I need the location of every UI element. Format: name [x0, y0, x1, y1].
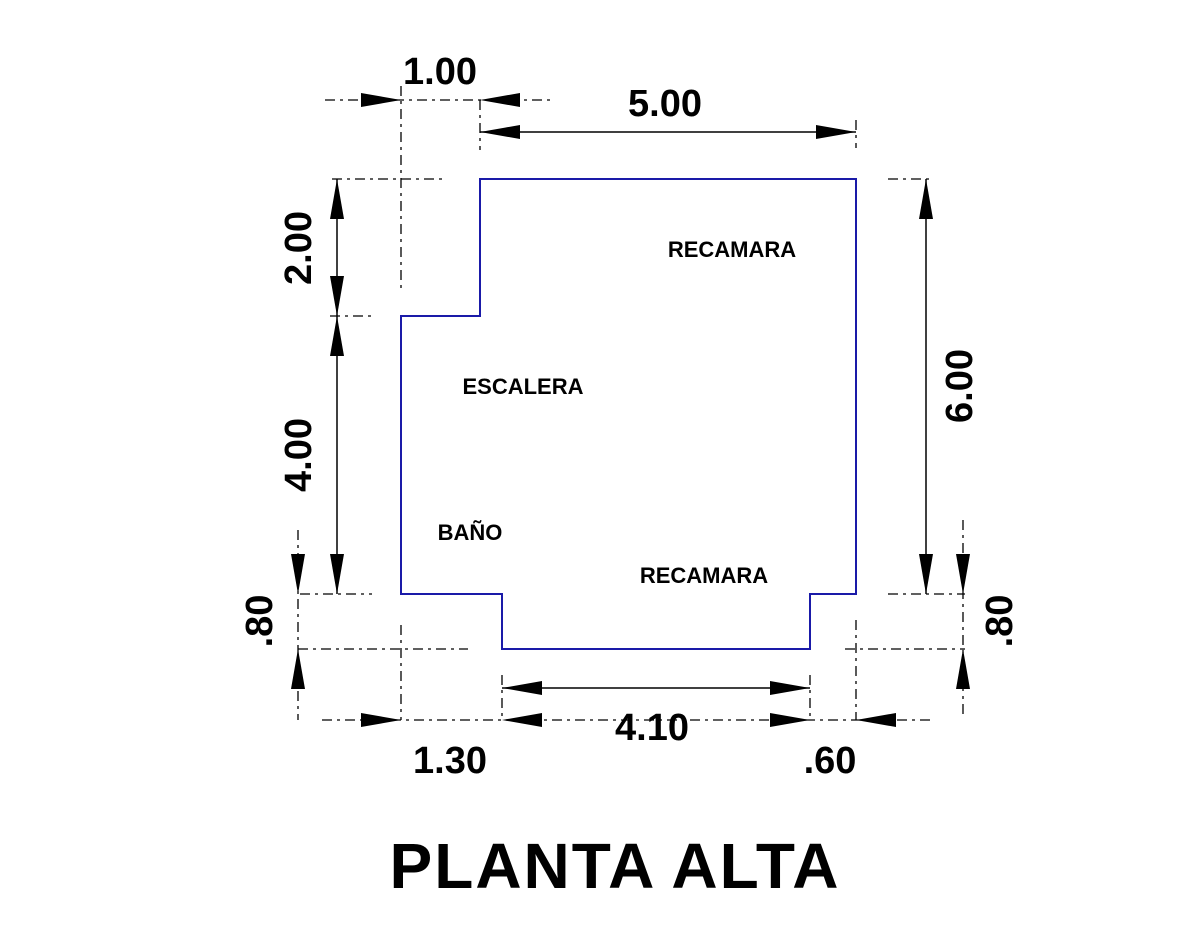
dim-bottom-right: .60	[804, 740, 857, 782]
dim-bottom-middle: 4.10	[615, 707, 689, 749]
extension-lines	[297, 86, 965, 721]
dim-top-main: 5.00	[628, 83, 702, 125]
floor-plan-outline	[400, 178, 857, 650]
dim-top-left: 1.00	[403, 51, 477, 93]
drawing-title: PLANTA ALTA	[390, 830, 841, 902]
dim-bottom-left: 1.30	[413, 740, 487, 782]
room-label-recamara-lower: RECAMARA	[640, 563, 768, 588]
dim-right-bottom: .80	[979, 595, 1021, 648]
room-label-recamara-upper: RECAMARA	[668, 237, 796, 262]
dim-right-main: 6.00	[939, 349, 981, 423]
room-label-bano: BAÑO	[438, 520, 503, 545]
room-label-escalera: ESCALERA	[462, 374, 583, 399]
dim-left-lower: 4.00	[278, 418, 320, 492]
dimension-lines	[291, 93, 970, 727]
dim-left-bottom: .80	[239, 595, 281, 648]
dim-left-upper: 2.00	[278, 211, 320, 285]
